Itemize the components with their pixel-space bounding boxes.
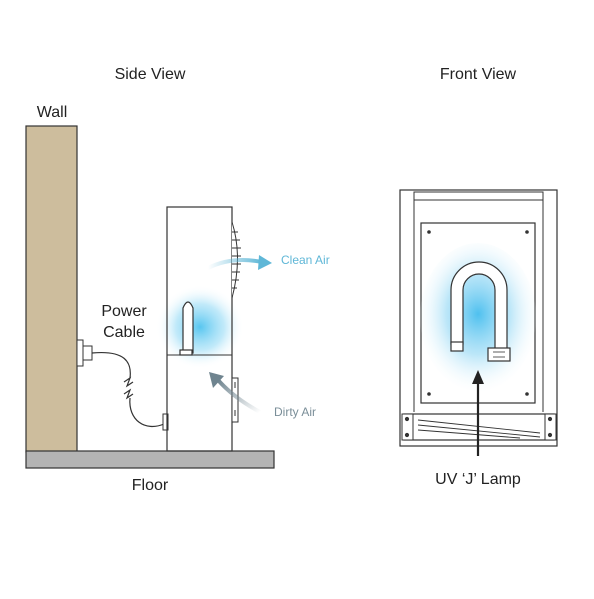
- side-uv-glow: [156, 285, 244, 369]
- power-cable: [91, 351, 165, 428]
- power-cable-label-line2: Cable: [103, 324, 145, 341]
- wall: [25, 125, 78, 453]
- dirty-air-label: Dirty Air: [274, 405, 316, 419]
- front-uv-j-lamp: [450, 261, 511, 362]
- clean-air-label: Clean Air: [281, 253, 330, 267]
- curved-arrow-right-icon: [206, 255, 272, 270]
- curved-arrow-up-icon: [209, 372, 262, 414]
- front-view-title: Front View: [440, 66, 517, 83]
- panel-screw-icon: [427, 230, 431, 234]
- panel-screw-icon: [525, 230, 529, 234]
- wall-label: Wall: [37, 104, 68, 121]
- floor-label: Floor: [132, 477, 169, 494]
- arrow-up-icon: [472, 370, 484, 456]
- panel-screw-icon: [427, 392, 431, 396]
- unit-power-inlet: [162, 413, 169, 431]
- side-uv-lamp: [179, 301, 194, 356]
- dirty-air-intake: [231, 377, 239, 423]
- side-view-title: Side View: [115, 66, 186, 83]
- uv-lamp-label: UV ‘J’ Lamp: [435, 471, 521, 488]
- power-cable-label-line1: Power: [101, 303, 147, 320]
- panel-screw-icon: [525, 392, 529, 396]
- purifier-side-body: [166, 206, 233, 452]
- floor: [25, 450, 275, 469]
- wall-outlet-plug-icon: [76, 339, 93, 367]
